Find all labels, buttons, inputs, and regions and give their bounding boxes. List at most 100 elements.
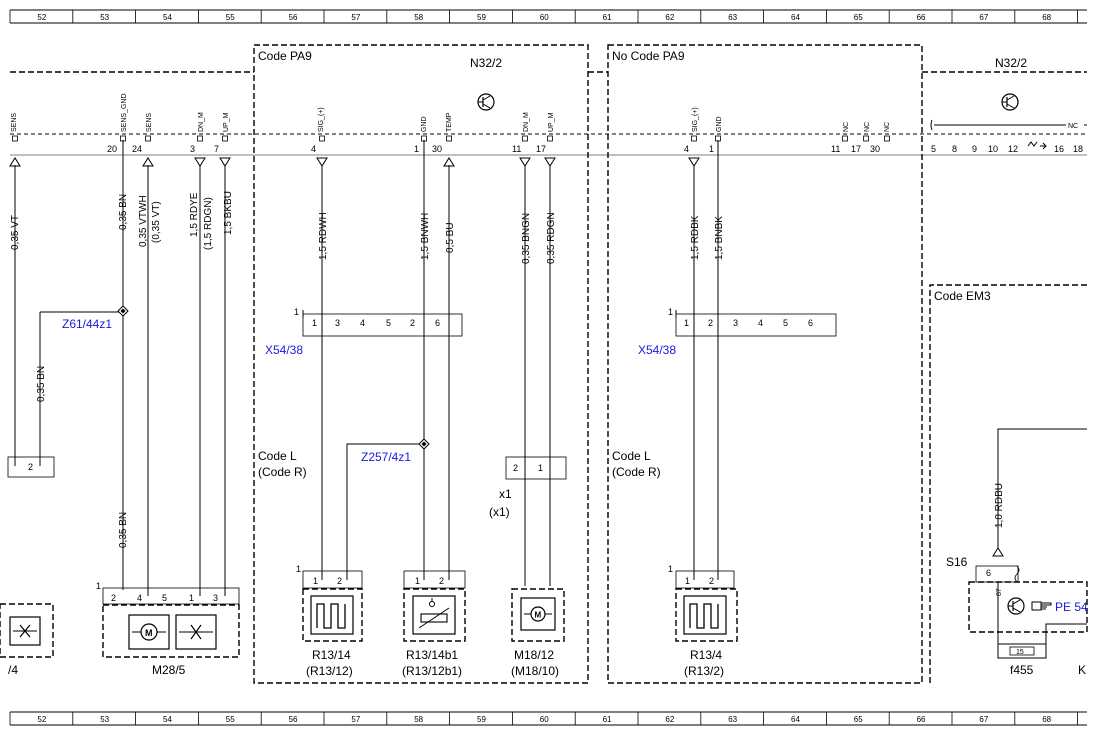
connector-pin: 1 — [538, 463, 543, 473]
connector-pin: 1 — [312, 318, 317, 328]
grid-column-number: 54 — [163, 13, 172, 22]
pin-label: UP_M — [548, 112, 555, 132]
grid-column-number: 67 — [979, 13, 988, 22]
frame-code-pa9-label: Code PA9 — [258, 49, 312, 63]
fuse-f455: 15 f455 K — [997, 623, 1087, 677]
wire-label: 0,5 BU — [445, 222, 456, 253]
grid-column-number: 54 — [163, 715, 172, 724]
component-pin: 3 — [213, 593, 218, 603]
pin-number: 17 — [536, 144, 546, 154]
pin-label: UP_M — [223, 112, 230, 132]
connector-left-partial: 2 — [7, 456, 55, 478]
grid-column-number: 62 — [665, 13, 674, 22]
splice-z257-4z1: Z257/4z1 — [361, 438, 430, 464]
actuator-icon — [179, 624, 213, 640]
pin-terminal — [145, 135, 151, 142]
pin-label: GND — [716, 116, 723, 132]
component-label-alt: (R13/2) — [684, 664, 724, 678]
pin-number: 5 — [931, 144, 936, 154]
wire-label: 0,35 VTWH — [138, 195, 149, 247]
pin-number: 3 — [190, 144, 195, 154]
n32-2-label-left: N32/2 — [470, 56, 502, 70]
pin-terminal — [197, 135, 203, 142]
component-pin: 4 — [137, 593, 142, 603]
grid-column-number: 63 — [728, 13, 737, 22]
signal-out-arrow — [544, 157, 556, 167]
grid-column-number: 65 — [854, 13, 863, 22]
pin-label: SENS_GND — [121, 93, 128, 132]
frame-no-code-pa9: No Code PA9 — [607, 44, 923, 684]
pin-terminal — [842, 135, 848, 142]
pin-label: SIG_(+) — [318, 107, 325, 132]
code-l-note-a: Code L (Code R) — [258, 449, 307, 479]
component-m28-5: 1 2 4 5 1 3 M M28/5 — [96, 581, 240, 677]
fuse-number: 15 — [1016, 649, 1024, 656]
component-label: M18/12 — [514, 648, 554, 662]
component-left-partial: /4 — [0, 603, 54, 677]
pulse-sensor-icon — [316, 603, 346, 629]
wire-label: (1,5 RDGN) — [203, 197, 214, 250]
pin-number: 7 — [214, 144, 219, 154]
connector-pin: 2 — [513, 463, 518, 473]
pin-number: 18 — [1073, 144, 1083, 154]
pin-terminal — [222, 135, 228, 142]
wire-label: 1,5 BKBU — [223, 191, 234, 235]
pin-terminal — [547, 135, 553, 142]
grid-column-number: 59 — [477, 13, 486, 22]
pointing-hand-icon — [1031, 601, 1052, 611]
component-pin: 2 — [709, 576, 714, 586]
pin-label: DN_M — [198, 112, 205, 132]
pin-number: 24 — [132, 144, 142, 154]
component-pin: 1 — [415, 576, 420, 586]
component-label-alt: (R13/12b1) — [402, 664, 462, 678]
pin-number: 10 — [988, 144, 998, 154]
grid-column-number: 58 — [414, 715, 423, 724]
grid-column-number: 60 — [540, 13, 549, 22]
connector-pin: 6 — [435, 318, 440, 328]
svg-text:M: M — [535, 611, 542, 620]
grid-column-number: 60 — [540, 715, 549, 724]
grid-column-number: 56 — [289, 13, 298, 22]
wire-label: 1,5 RDBK — [690, 215, 701, 260]
pin-terminal — [884, 135, 890, 142]
connector-x54-38-b: 1 1 2 3 4 5 6 X54/38 — [638, 307, 837, 357]
wire-label: 0,35 BN — [118, 512, 129, 548]
pin-number: 8 — [952, 144, 957, 154]
connector-pin-one: 1 — [668, 307, 673, 317]
grid-column-number: 68 — [1042, 13, 1051, 22]
connector-x54-38-a: 1 1 3 4 5 2 6 X54/38 — [265, 307, 463, 357]
pin-label: GND — [421, 116, 428, 132]
code-label: Code L — [612, 449, 651, 463]
transistor-icon — [1001, 93, 1019, 111]
pin-label: SENS — [11, 113, 18, 132]
component-s16: S16 6 87 PE 54 — [946, 547, 1088, 633]
pin-label: NC — [884, 122, 891, 132]
cross-reference-link[interactable]: PE 54 — [1055, 600, 1088, 614]
connector-label-alt: (x1) — [489, 505, 510, 519]
signal-out-arrow — [219, 157, 231, 167]
n32-2-label-right: N32/2 — [995, 56, 1027, 70]
pin-number: 20 — [107, 144, 117, 154]
grid-column-number: 68 — [1042, 715, 1051, 724]
grid-column-number: 65 — [854, 715, 863, 724]
pin-number: 11 — [512, 144, 521, 154]
pin-number: 12 — [1008, 144, 1018, 154]
frame-code-em3-label: Code EM3 — [934, 289, 991, 303]
wire-label: 1,5 RDYE — [189, 192, 200, 237]
wire-label: 0,35 RDGN — [546, 212, 557, 264]
grid-column-number: 58 — [414, 13, 423, 22]
component-pin: 2 — [439, 576, 444, 586]
grid-header: 525354555657585960616263646566676869 — [9, 9, 1087, 24]
component-label: R13/14 — [312, 648, 351, 662]
grid-column-number: 62 — [665, 715, 674, 724]
code-l-note-b: Code L (Code R) — [612, 449, 661, 479]
grid-column-number: 64 — [791, 715, 800, 724]
connector-label: x1 — [499, 487, 512, 501]
wire-label: 0,35 VT — [10, 215, 21, 250]
pin-number: 1 — [414, 144, 419, 154]
pin-number: 9 — [972, 144, 977, 154]
grid-column-number: 57 — [351, 13, 360, 22]
component-pin: 1 — [685, 576, 690, 586]
component-label: M28/5 — [152, 663, 186, 677]
